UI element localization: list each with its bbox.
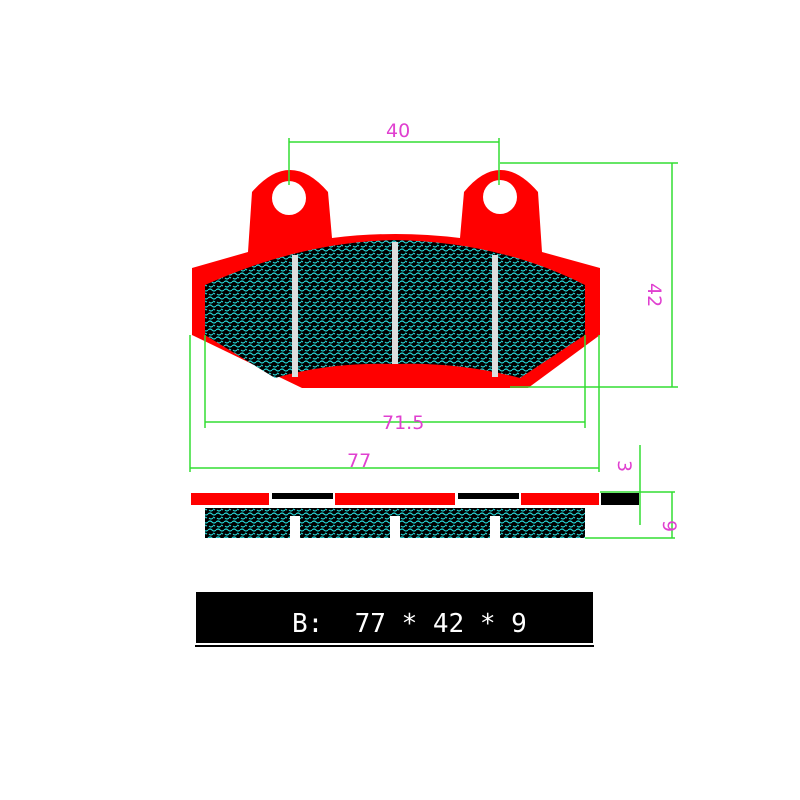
dim-height: 42: [643, 283, 665, 307]
dim-overall-width: 77: [347, 450, 371, 472]
mounting-hole-right: [483, 180, 517, 214]
pad-side-view: [191, 493, 639, 538]
slot: [392, 242, 398, 364]
dim-plate-thickness: 3: [613, 460, 635, 472]
dim-friction-width: 71.5: [382, 412, 424, 434]
spec-label: B: 77 * 42 * 9: [292, 609, 527, 639]
mounting-hole-left: [272, 181, 306, 215]
slot: [292, 255, 298, 377]
dim-total-thickness: 9: [658, 520, 680, 532]
dimension-lines: [189, 138, 678, 539]
dim-hole-spacing: 40: [386, 120, 410, 142]
spec-label-box: [196, 592, 593, 643]
pad-front-view: [192, 170, 600, 388]
slot: [492, 255, 498, 377]
